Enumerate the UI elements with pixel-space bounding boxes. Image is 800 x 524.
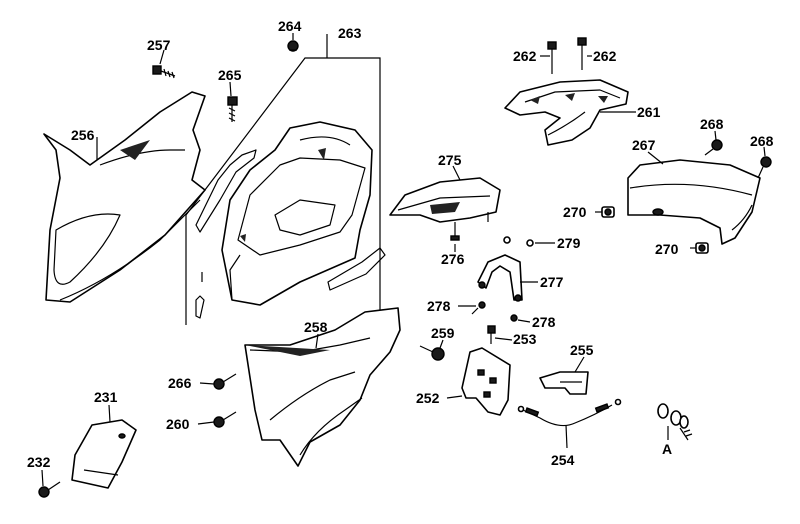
part-275-cover: [389, 177, 501, 223]
label-275: 275: [438, 152, 462, 168]
part-256-side-cover: [43, 91, 206, 303]
part-255-latch: [539, 371, 589, 395]
bolt-268-right: [757, 156, 772, 179]
screw-276: [450, 212, 489, 241]
label-232: 232: [27, 454, 51, 470]
screw-278-right: [510, 314, 518, 322]
screw-262-left: [547, 41, 557, 74]
bolt-259: [419, 345, 445, 361]
part-261-rear-carrier: [504, 79, 629, 146]
leader-lines: [41, 33, 766, 487]
label-276: 276: [441, 251, 465, 267]
label-256: 256: [71, 127, 95, 143]
bolt-266: [213, 373, 237, 390]
part-277-bracket: [477, 254, 523, 302]
label-263: 263: [338, 25, 362, 41]
bolt-232: [38, 481, 61, 498]
screw-260: [213, 411, 237, 428]
label-254: 254: [551, 452, 575, 468]
screw-264: [287, 40, 299, 52]
label-278-right: 278: [532, 314, 556, 330]
label-268-left: 268: [700, 116, 724, 132]
label-267: 267: [632, 137, 656, 153]
label-255: 255: [570, 342, 594, 358]
part-231-lid: [71, 419, 137, 489]
part-A-key-set: [657, 403, 693, 441]
part-258-side-cover: [244, 307, 401, 467]
label-265: 265: [218, 67, 242, 83]
label-259: 259: [431, 325, 455, 341]
label-270-upper: 270: [563, 204, 587, 220]
label-231: 231: [94, 389, 118, 405]
label-257: 257: [147, 37, 171, 53]
part-267-top-case: [627, 159, 761, 245]
label-253: 253: [513, 331, 537, 347]
label-252: 252: [416, 390, 440, 406]
label-262-right: 262: [593, 48, 617, 64]
label-277: 277: [540, 274, 564, 290]
nut-270-lower: [695, 242, 709, 254]
screw-279: [503, 236, 534, 247]
label-278-left: 278: [427, 298, 451, 314]
screw-278-left: [471, 301, 486, 315]
label-262-left: 262: [513, 48, 537, 64]
nut-270-upper: [601, 206, 615, 218]
bolt-265: [227, 96, 238, 122]
label-270-lower: 270: [655, 241, 679, 257]
label-279: 279: [557, 235, 581, 251]
label-261: 261: [637, 104, 661, 120]
part-252-bracket: [461, 347, 511, 416]
label-260: 260: [166, 416, 190, 432]
callout-labels: 257 265 264 263 262 262 261 256 268 268 …: [27, 18, 774, 470]
label-A: A: [662, 441, 672, 457]
bolt-268-left: [704, 139, 723, 156]
part-263-helmet-box: [185, 57, 386, 325]
part-254-cable: [517, 398, 622, 427]
label-266: 266: [168, 375, 192, 391]
bolt-257: [152, 65, 176, 79]
label-258: 258: [304, 319, 328, 335]
screw-262-right: [577, 37, 587, 70]
label-268-right: 268: [750, 133, 774, 149]
label-264: 264: [278, 18, 302, 34]
bolt-253: [487, 325, 496, 344]
